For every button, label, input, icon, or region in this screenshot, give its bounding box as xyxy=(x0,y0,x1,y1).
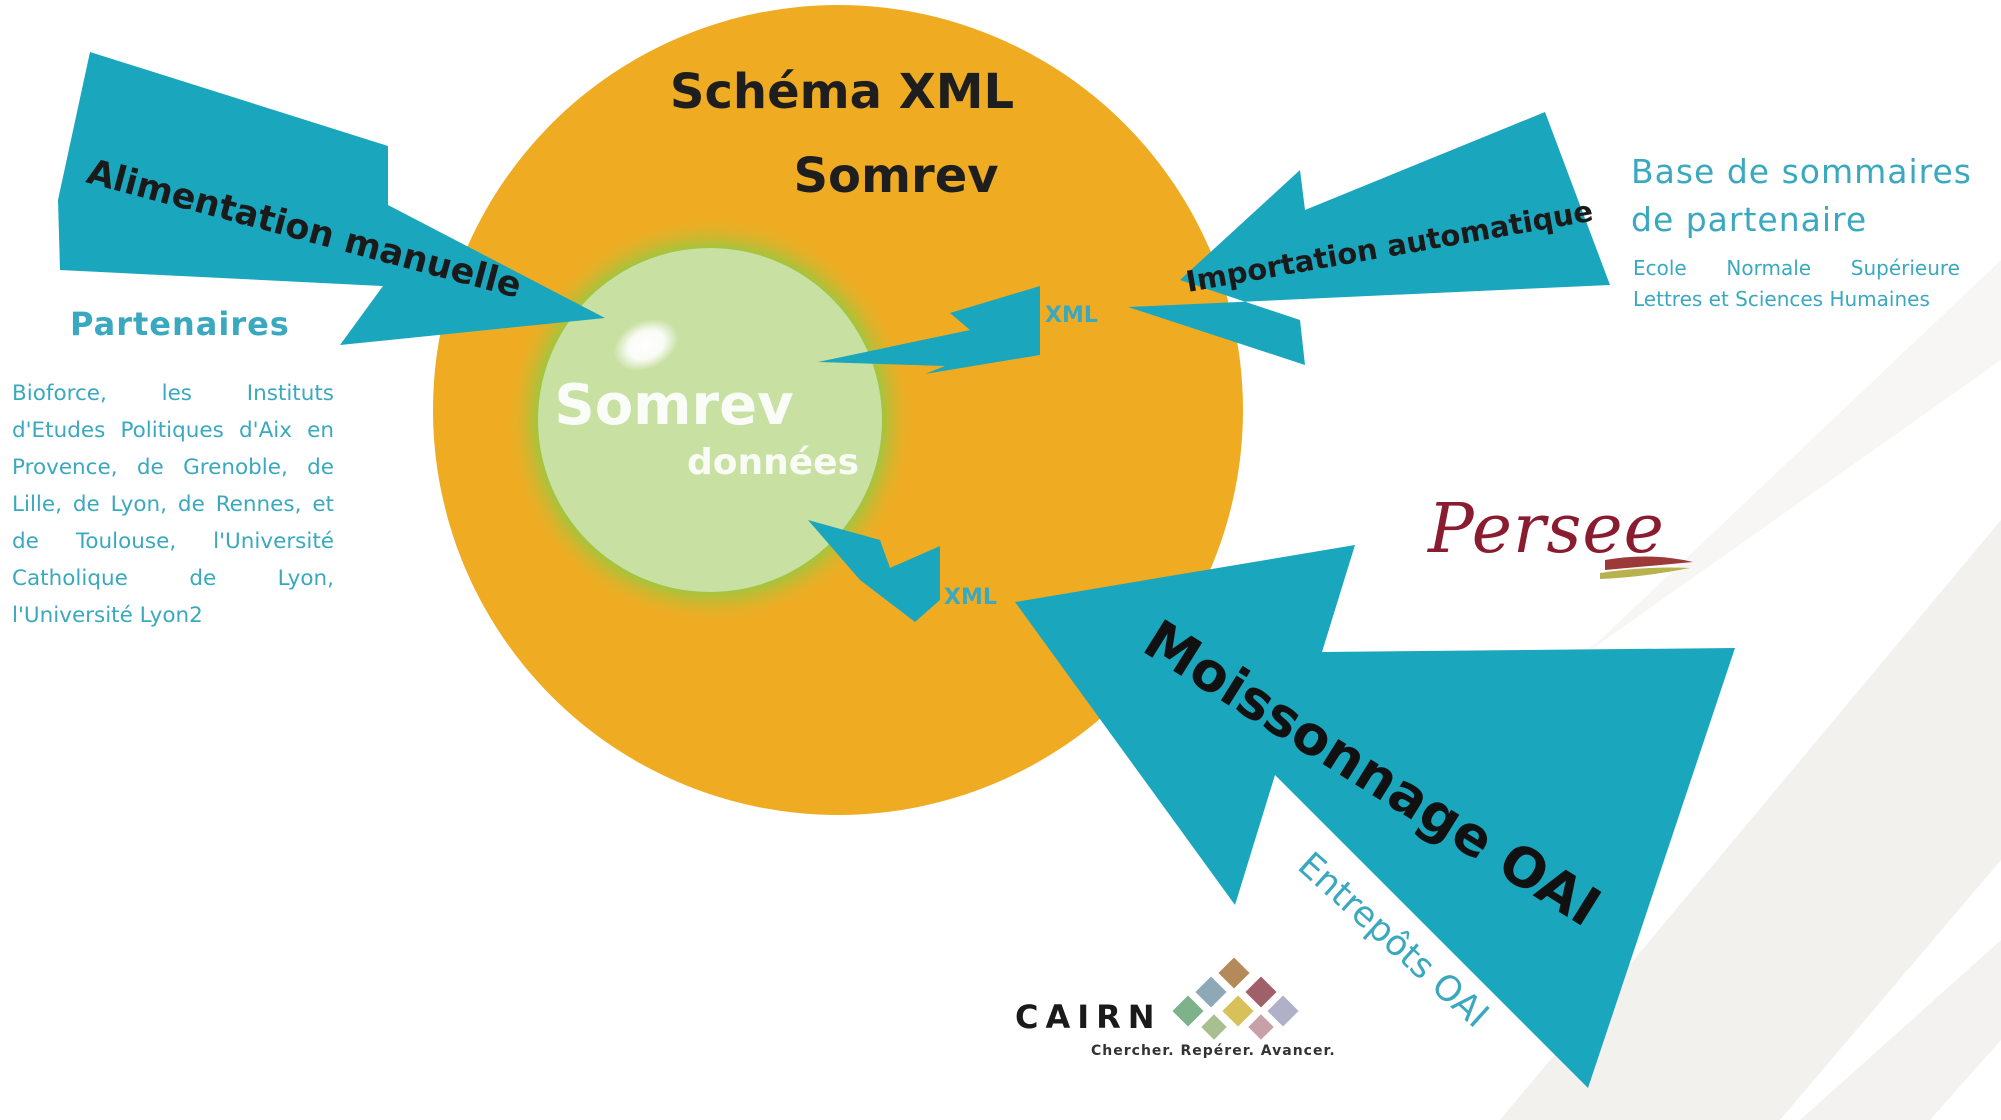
xml-arrow-top xyxy=(818,286,1040,374)
xml-label-bottom: XML xyxy=(944,585,997,610)
core-highlight xyxy=(613,318,679,372)
partner-base-subtitle: Ecole Normale Supérieure Lettres et Scie… xyxy=(1633,253,1960,315)
partner-base-title: Base de sommaires de partenaire xyxy=(1631,148,1972,244)
auto-import-arrow xyxy=(1128,112,1610,365)
cairn-logo: CAIRN xyxy=(1015,957,1299,1040)
persee-logo-text: Persee xyxy=(1426,490,1665,569)
cairn-tagline: Chercher. Repérer. Avancer. xyxy=(1091,1043,1336,1059)
persee-swoosh-icon xyxy=(1605,556,1693,570)
partner-base-title-line2: de partenaire xyxy=(1631,200,1868,239)
xml-label-top: XML xyxy=(1045,303,1098,328)
xml-arrow-bottom xyxy=(808,520,940,622)
partner-base-sub-line2: Lettres et Sciences Humaines xyxy=(1633,287,1930,311)
cairn-diamond-icon xyxy=(1172,957,1299,1040)
partners-title: Partenaires xyxy=(70,305,290,343)
core-title: Somrev xyxy=(554,373,793,438)
cairn-logo-name: CAIRN xyxy=(1015,998,1162,1036)
partner-base-title-line1: Base de sommaires xyxy=(1631,152,1972,191)
oai-harvest-arrow xyxy=(1015,545,1735,1088)
schema-title-line1: Schéma XML xyxy=(670,64,1014,120)
persee-logo: Persee xyxy=(1426,490,1693,579)
schema-title-line2: Somrev xyxy=(793,148,998,204)
core-subtitle: données xyxy=(687,442,859,483)
manual-feed-arrow xyxy=(58,52,605,345)
persee-swoosh2-icon xyxy=(1600,567,1690,579)
partner-base-sub-line1: Ecole Normale Supérieure xyxy=(1633,256,1960,280)
partners-list: Bioforce, les Instituts d'Etudes Politiq… xyxy=(12,381,334,628)
